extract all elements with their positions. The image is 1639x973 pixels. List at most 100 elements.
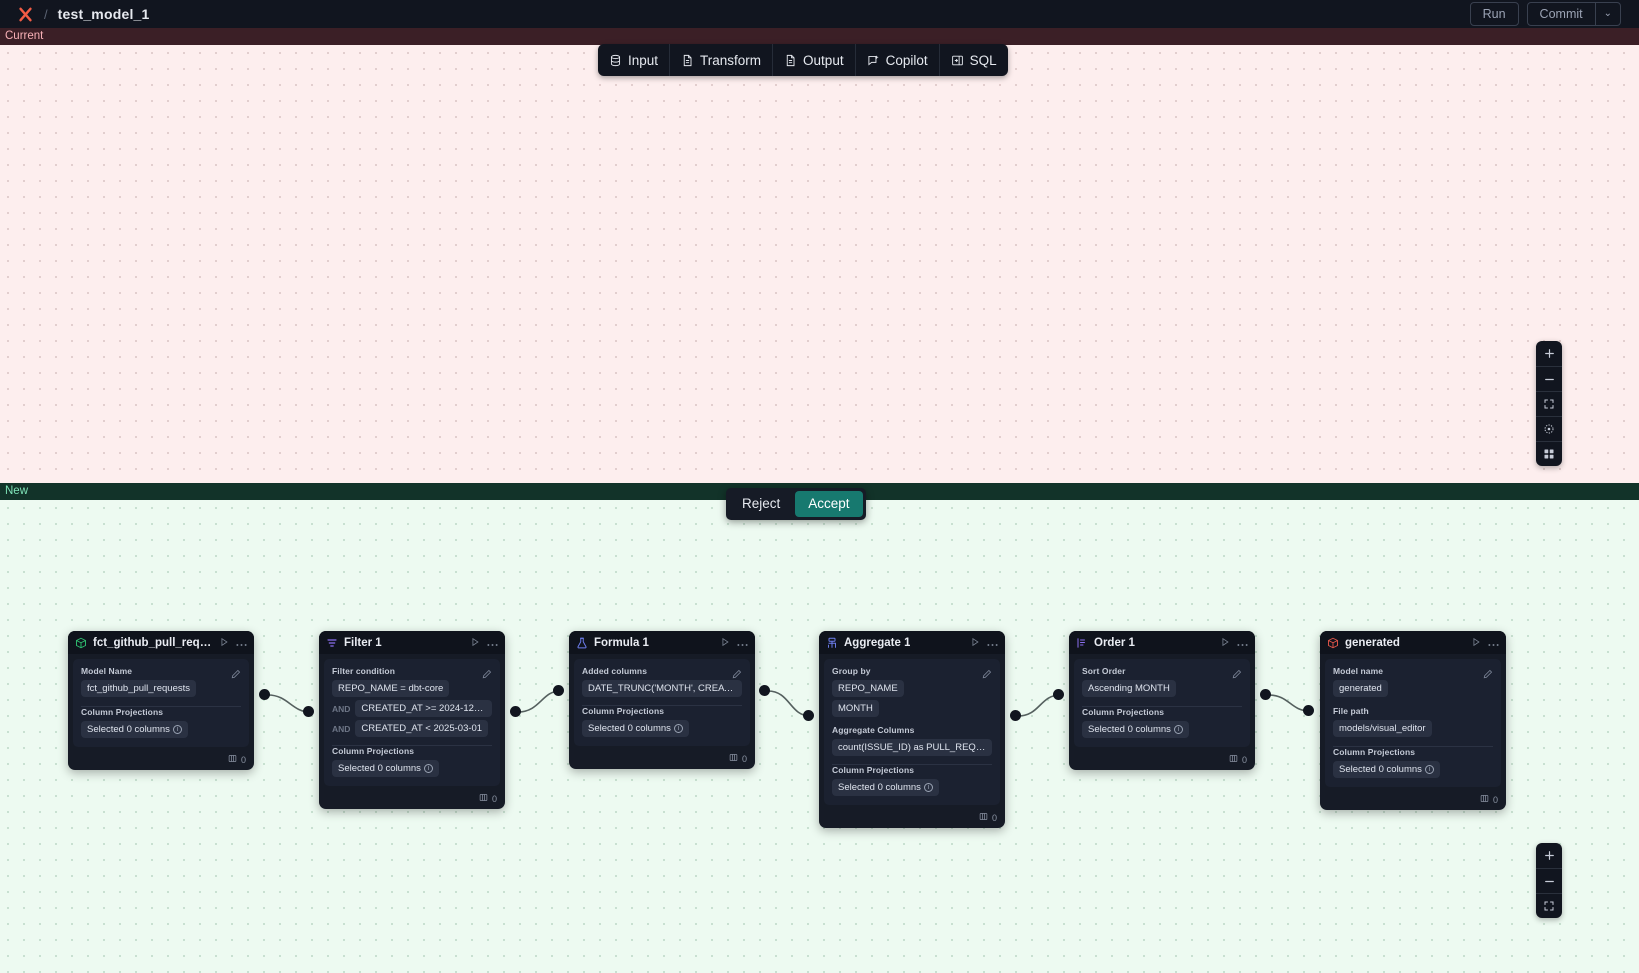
node-header[interactable]: Order 1 [1069,631,1255,654]
tab-input-label: Input [628,52,659,68]
edit-pencil-icon[interactable] [231,666,241,684]
run-node-icon[interactable] [720,634,730,652]
grid-toggle-button[interactable] [1536,441,1562,466]
reject-button[interactable]: Reject [742,496,781,511]
node-header[interactable]: Formula 1 [569,631,755,654]
edit-pencil-icon[interactable] [982,666,992,684]
value-chip[interactable]: REPO_NAME = dbt-core [332,680,450,697]
graph-node-aggregate[interactable]: Aggregate 1 Group by REPO_NAME MONTH [819,631,1005,828]
run-button[interactable]: Run [1469,2,1519,26]
edit-pencil-icon[interactable] [482,666,492,684]
node-header[interactable]: fct_github_pull_requests [68,631,254,654]
edit-pencil-icon[interactable] [1232,666,1242,684]
node-menu-icon[interactable] [236,634,247,652]
node-port[interactable] [1053,689,1064,700]
section-label: Filter condition [332,666,395,676]
node-port[interactable] [803,710,814,721]
section-model-name: Model Name fct_github_pull_requests [81,666,241,698]
graph-node-filter[interactable]: Filter 1 Filter condition REPO_NAME = db… [319,631,505,809]
section-label: Sort Order [1082,666,1126,676]
node-menu-icon[interactable] [987,634,998,652]
value-chip[interactable]: Ascending MONTH [1082,680,1176,698]
node-port[interactable] [759,685,770,696]
node-menu-icon[interactable] [487,634,498,652]
fit-view-button[interactable] [1536,893,1562,918]
node-header[interactable]: generated [1320,631,1506,654]
node-body: Sort Order Ascending MONTH Column Projec… [1074,659,1250,747]
commit-button[interactable]: Commit [1539,7,1583,21]
section-label: Column Projections [1333,747,1416,757]
value-chip[interactable]: fct_github_pull_requests [81,680,196,698]
section-aggregate-columns: Aggregate Columns count(ISSUE_ID) as PUL… [832,725,992,756]
info-icon[interactable]: i [673,724,683,734]
info-icon[interactable]: i [923,783,933,793]
node-menu-icon[interactable] [1237,634,1248,652]
node-port[interactable] [1260,689,1271,700]
node-port[interactable] [553,685,564,696]
tab-transform[interactable]: Transform [669,44,772,76]
value-chip[interactable]: CREATED_AT < 2025-03-01 [355,720,489,737]
current-canvas[interactable] [0,45,1639,483]
node-header[interactable]: Aggregate 1 [819,631,1005,654]
value-chip[interactable]: REPO_NAME [832,680,904,697]
run-node-icon[interactable] [1220,634,1230,652]
node-menu-icon[interactable] [737,634,748,652]
chip-text: Selected 0 columns [1088,724,1171,736]
value-chip[interactable]: DATE_TRUNC('MONTH', CREATED_AT... [582,680,742,697]
section-label: Group by [832,666,871,676]
node-port[interactable] [510,706,521,717]
tab-output[interactable]: Output [772,44,855,76]
chevron-down-icon[interactable]: ⌄ [1594,3,1620,25]
zoom-in-button[interactable] [1536,843,1562,868]
tab-copilot[interactable]: Copilot [854,44,939,76]
run-node-icon[interactable] [970,634,980,652]
tab-input[interactable]: Input [598,44,669,76]
info-icon[interactable]: i [172,725,182,735]
node-menu-icon[interactable] [1488,634,1499,652]
edit-pencil-icon[interactable] [732,666,742,684]
graph-node-source[interactable]: fct_github_pull_requests Model Name fct_… [68,631,254,770]
run-node-icon[interactable] [470,634,480,652]
edit-pencil-icon[interactable] [1483,666,1493,684]
info-icon[interactable]: i [1173,725,1183,735]
zoom-out-button[interactable] [1536,366,1562,391]
zoom-out-button[interactable] [1536,868,1562,893]
info-icon[interactable]: i [1424,765,1434,775]
graph-node-formula[interactable]: Formula 1 Added columns DATE_TRUNC('MONT… [569,631,755,769]
x-logo-icon[interactable] [16,5,34,23]
node-port[interactable] [1303,705,1314,716]
graph-node-order[interactable]: Order 1 Sort Order Ascending MONTH Colum… [1069,631,1255,770]
fit-view-button[interactable] [1536,391,1562,416]
divider [1082,706,1242,707]
node-port[interactable] [1010,710,1021,721]
mode-toolbar: Input Transform Output [598,44,1008,76]
info-icon[interactable]: i [423,764,433,774]
value-chip[interactable]: generated [1333,680,1388,698]
value-chip[interactable]: CREATED_AT >= 2024-12-01 [355,700,492,717]
tab-transform-label: Transform [700,52,762,68]
value-chip[interactable]: MONTH [832,700,879,717]
run-node-icon[interactable] [1471,634,1481,652]
commit-split-button[interactable]: Commit ⌄ [1526,2,1621,26]
tab-sql[interactable]: SQL [938,44,1008,76]
value-chip[interactable]: count(ISSUE_ID) as PULL_REQUEST_... [832,739,992,756]
center-view-button[interactable] [1536,416,1562,441]
column-count: 0 [991,812,997,823]
conjunction-label: AND [332,703,351,714]
graph-node-generated[interactable]: generated Model name generated File path… [1320,631,1506,810]
zoom-in-button[interactable] [1536,341,1562,366]
accept-button[interactable]: Accept [795,491,863,517]
node-port[interactable] [259,689,270,700]
node-header[interactable]: Filter 1 [319,631,505,654]
run-node-icon[interactable] [219,634,229,652]
cube-red-icon [1327,637,1339,649]
value-chip[interactable]: models/visual_editor [1333,720,1432,738]
node-port[interactable] [303,706,314,717]
tab-output-label: Output [803,52,844,68]
